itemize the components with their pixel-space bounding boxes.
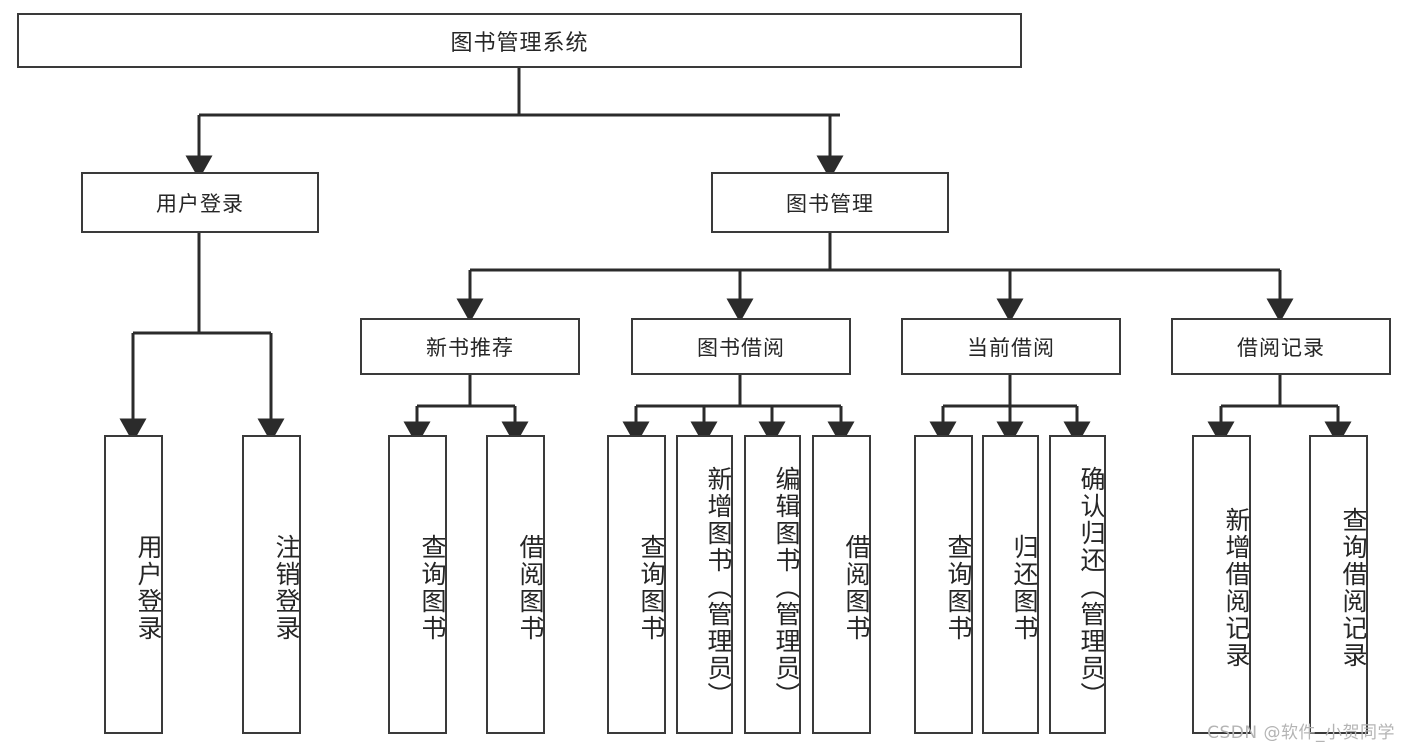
node-label: 借阅图书 — [842, 533, 871, 642]
node-label: 新书推荐 — [426, 335, 514, 360]
leaf-book-borrow-query[interactable]: 查询图书 — [607, 435, 666, 734]
node-new-book-recommend[interactable]: 新书推荐 — [360, 318, 580, 375]
leaf-book-borrow-add[interactable]: 新增图书（管理员） — [676, 435, 733, 734]
node-root-system[interactable]: 图书管理系统 — [17, 13, 1022, 68]
node-label: 借阅图书 — [516, 533, 545, 642]
node-label: 用户登录 — [156, 191, 244, 216]
node-label: 新增借阅记录 — [1222, 506, 1251, 669]
leaf-current-borrow-confirm[interactable]: 确认归还（管理员） — [1049, 435, 1106, 734]
leaf-user-login-signin[interactable]: 用户登录 — [104, 435, 163, 734]
node-book-borrow[interactable]: 图书借阅 — [631, 318, 851, 375]
node-label: 图书借阅 — [697, 335, 785, 360]
node-user-login[interactable]: 用户登录 — [81, 172, 319, 233]
leaf-borrow-record-query[interactable]: 查询借阅记录 — [1309, 435, 1368, 734]
node-current-borrow[interactable]: 当前借阅 — [901, 318, 1121, 375]
leaf-new-book-borrow[interactable]: 借阅图书 — [486, 435, 545, 734]
node-label: 归还图书 — [1010, 533, 1039, 642]
leaf-book-borrow-edit[interactable]: 编辑图书（管理员） — [744, 435, 801, 734]
node-label: 注销登录 — [272, 533, 301, 642]
leaf-new-book-query[interactable]: 查询图书 — [388, 435, 447, 734]
node-borrow-record[interactable]: 借阅记录 — [1171, 318, 1391, 375]
leaf-book-borrow-lend[interactable]: 借阅图书 — [812, 435, 871, 734]
node-label: 当前借阅 — [967, 335, 1055, 360]
node-label: 图书管理系统 — [450, 30, 589, 56]
node-book-management[interactable]: 图书管理 — [711, 172, 949, 233]
node-label: 用户登录 — [134, 533, 163, 642]
node-label: 编辑图书（管理员） — [772, 466, 801, 709]
node-label: 查询图书 — [418, 533, 447, 642]
leaf-current-borrow-return[interactable]: 归还图书 — [982, 435, 1039, 734]
node-label: 借阅记录 — [1237, 335, 1325, 360]
node-label: 新增图书（管理员） — [704, 466, 733, 709]
watermark-text: CSDN @软件_小贺同学 — [1207, 723, 1395, 743]
node-label: 查询图书 — [944, 533, 973, 642]
leaf-borrow-record-add[interactable]: 新增借阅记录 — [1192, 435, 1251, 734]
leaf-user-login-signout[interactable]: 注销登录 — [242, 435, 301, 734]
node-label: 查询图书 — [637, 533, 666, 642]
leaf-current-borrow-query[interactable]: 查询图书 — [914, 435, 973, 734]
node-label: 查询借阅记录 — [1339, 506, 1368, 669]
node-label: 图书管理 — [786, 191, 874, 216]
node-label: 确认归还（管理员） — [1077, 466, 1106, 709]
